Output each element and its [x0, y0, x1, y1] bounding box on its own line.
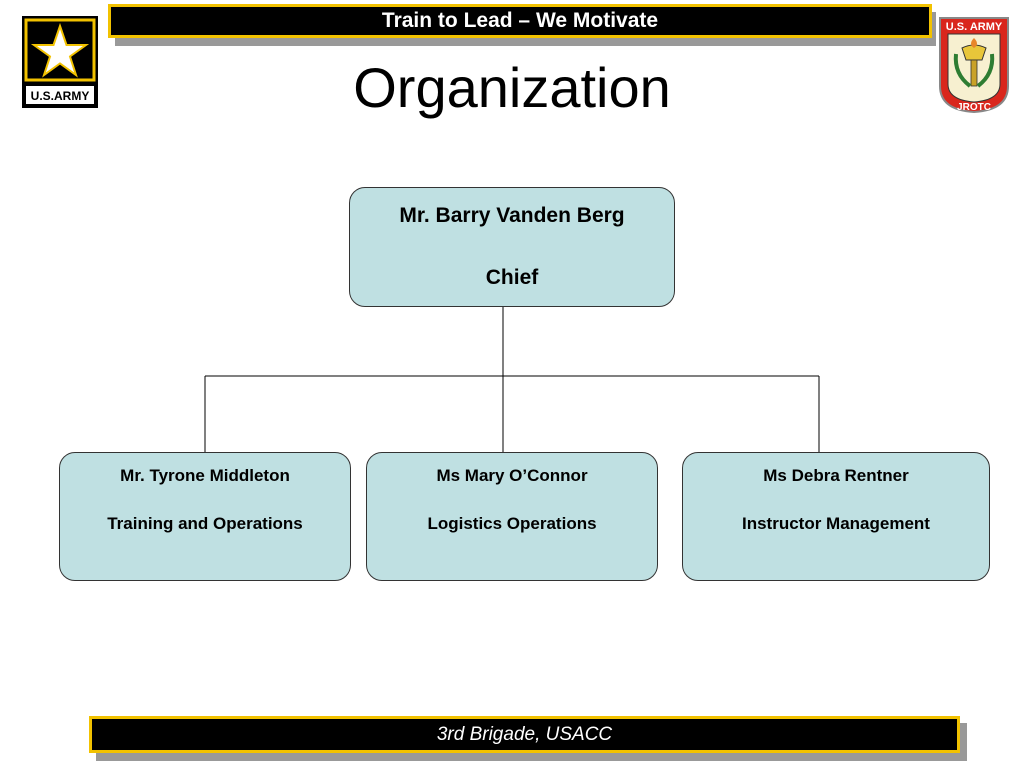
army-logo-text: U.S.ARMY	[31, 89, 90, 103]
report-role: Logistics Operations	[427, 514, 597, 533]
report-name: Ms Debra Rentner	[763, 466, 909, 485]
org-node-training: Mr. Tyrone Middleton Training and Operat…	[59, 452, 351, 581]
report-role: Instructor Management	[742, 514, 930, 533]
chief-name: Mr. Barry Vanden Berg	[399, 204, 625, 227]
report-role: Training and Operations	[107, 514, 303, 533]
top-banner-text: Train to Lead – We Motivate	[381, 9, 659, 32]
top-banner: Train to Lead – We Motivate	[108, 4, 932, 38]
chief-role: Chief	[485, 266, 539, 289]
report-name: Ms Mary O’Connor	[436, 466, 588, 485]
us-army-star-logo: U.S.ARMY	[22, 16, 98, 108]
jrotc-logo-top-text: U.S. ARMY	[946, 21, 1003, 33]
org-node-instructor: Ms Debra Rentner Instructor Management	[682, 452, 990, 581]
org-node-logistics: Ms Mary O’Connor Logistics Operations	[366, 452, 658, 581]
bottom-banner: 3rd Brigade, USACC	[89, 716, 960, 753]
jrotc-logo-bottom-text: JROTC	[957, 102, 991, 113]
bottom-banner-text: 3rd Brigade, USACC	[436, 724, 613, 745]
jrotc-torch-shield-logo: U.S. ARMY JROTC	[939, 17, 1009, 114]
page-title: Organization	[353, 56, 671, 119]
report-name: Mr. Tyrone Middleton	[120, 466, 290, 485]
org-node-chief: Mr. Barry Vanden Berg Chief	[349, 187, 675, 307]
